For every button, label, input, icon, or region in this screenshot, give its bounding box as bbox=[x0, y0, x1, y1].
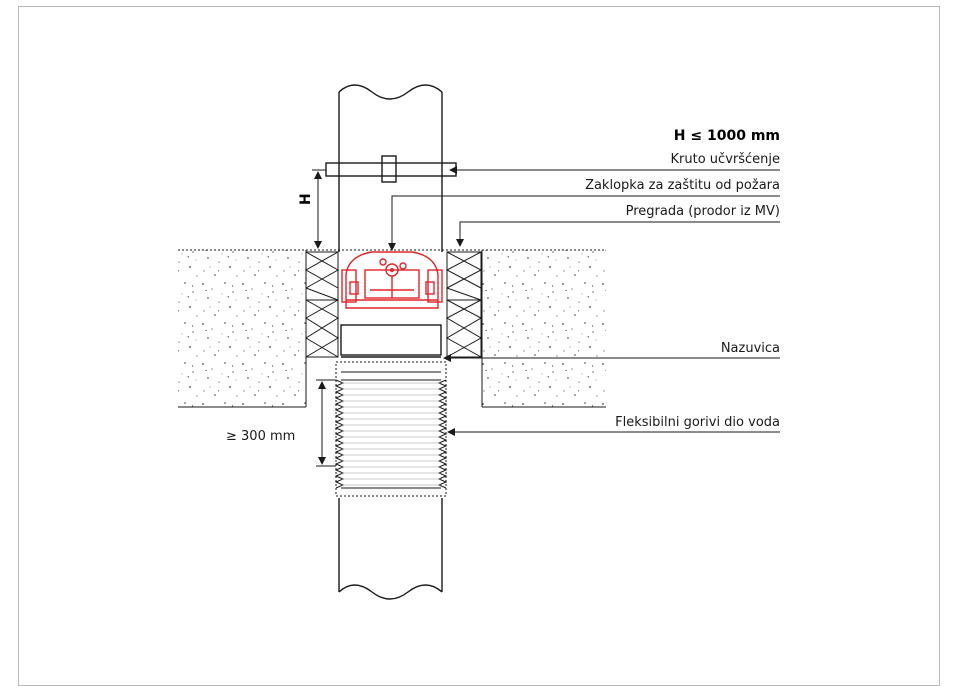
installation-diagram: H ≥ 300 mm H ≤ 1000 mm Kruto učvršćenje … bbox=[178, 84, 780, 600]
rigid-clamp bbox=[325, 155, 457, 183]
flexible-duct bbox=[334, 361, 448, 497]
leader-lines bbox=[388, 166, 780, 436]
duct-pipe bbox=[338, 84, 443, 600]
flex-duct-label: Fleksibilni gorivi dio voda bbox=[615, 415, 780, 430]
mineral-wool-insulation bbox=[304, 251, 483, 358]
concrete-slab bbox=[178, 249, 606, 408]
sleeve bbox=[340, 324, 442, 358]
sleeve-label: Nazuvica bbox=[721, 341, 780, 356]
limit-label: H ≤ 1000 mm bbox=[674, 128, 780, 144]
dimension-300-label: ≥ 300 mm bbox=[226, 429, 295, 444]
dimension-h-label: H bbox=[298, 193, 314, 205]
fire-damper-label: Zaklopka za zaštitu od požara bbox=[585, 178, 780, 193]
wall-label: Pregrada (prodor iz MV) bbox=[626, 204, 780, 219]
dimension-h bbox=[312, 169, 326, 249]
fire-damper bbox=[341, 251, 443, 309]
rigid-mount-label: Kruto učvršćenje bbox=[671, 152, 780, 167]
dimension-300 bbox=[316, 379, 336, 467]
